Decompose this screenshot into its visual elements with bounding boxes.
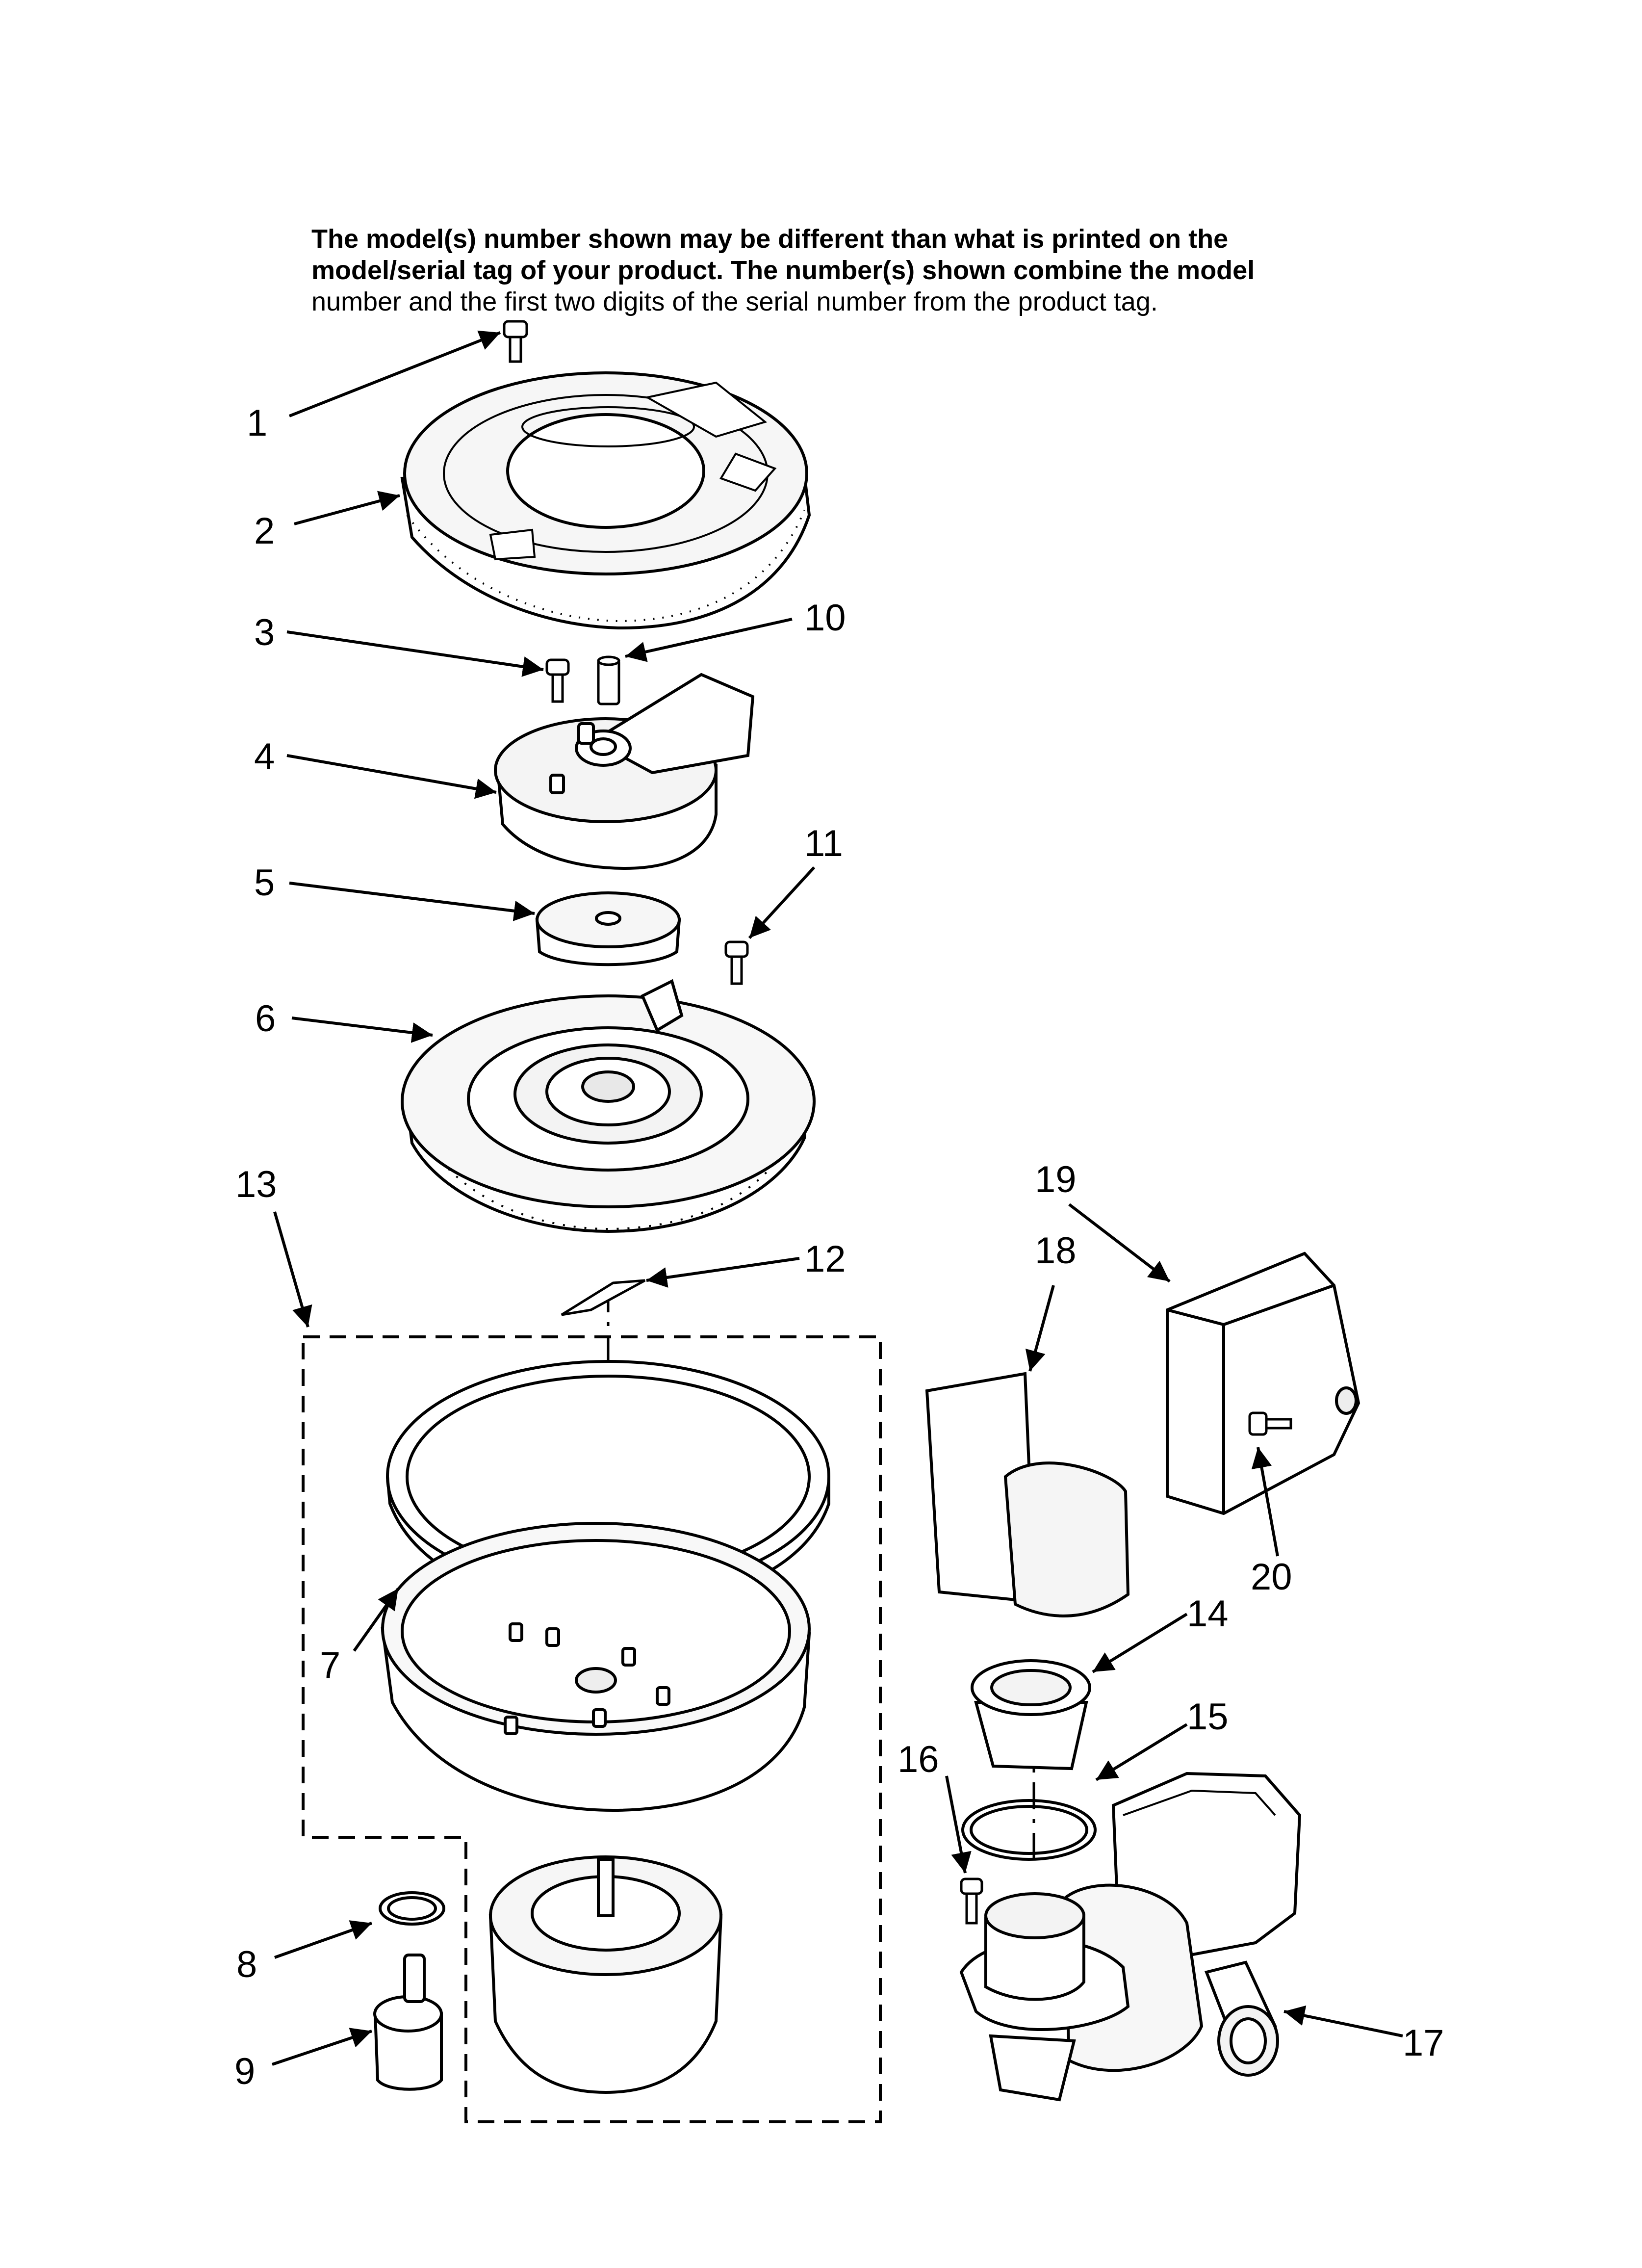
part-18-bracket [925, 1372, 1130, 1617]
callout-9: 9 [234, 2051, 255, 2092]
callout-7: 7 [320, 1644, 340, 1686]
part-15-o-ring [961, 1799, 1097, 1861]
part-1-screw [503, 320, 528, 363]
part-2-cover [400, 371, 811, 630]
part-13-sump-base [381, 1522, 811, 1812]
part-14-adapter [971, 1659, 1091, 1771]
callout-5: 5 [254, 862, 275, 904]
callout-17: 17 [1403, 2022, 1444, 2064]
callout-14: 14 [1187, 1593, 1229, 1635]
model-number-notice: The model(s) number shown may be differe… [311, 223, 1488, 317]
notice-line-3: number and the first two digits of the s… [311, 287, 1158, 316]
callout-13: 13 [235, 1164, 277, 1205]
notice-line-2: model/serial tag of your product. The nu… [311, 256, 1255, 285]
callout-4: 4 [254, 736, 275, 778]
part-4-housing [494, 673, 755, 870]
callout-10: 10 [804, 597, 846, 639]
callout-2: 2 [254, 510, 275, 552]
part-5-impeller [535, 891, 681, 966]
part-9-connector [373, 1954, 443, 2091]
callout-8: 8 [236, 1944, 257, 1985]
callout-18: 18 [1035, 1230, 1077, 1272]
callout-16: 16 [898, 1739, 939, 1780]
notice-line-1: The model(s) number shown may be differe… [311, 224, 1229, 254]
callout-12: 12 [804, 1238, 846, 1280]
callout-numbers: 1 2 3 4 5 6 7 8 9 10 11 12 13 14 15 16 1… [234, 402, 1444, 2092]
sump-motor [488, 1855, 723, 2094]
callout-6: 6 [255, 998, 276, 1040]
callout-15: 15 [1187, 1696, 1229, 1738]
part-16-screw [960, 1877, 983, 1925]
callout-19: 19 [1035, 1159, 1077, 1200]
part-10-pin [597, 655, 620, 705]
part-17-pump [959, 1772, 1302, 2102]
part-6-plate [401, 979, 816, 1233]
part-3-screw [545, 658, 570, 703]
callout-3: 3 [254, 612, 275, 653]
callout-11: 11 [804, 823, 843, 864]
callout-20: 20 [1251, 1556, 1292, 1598]
sump-assembly-boundary [302, 1335, 882, 2123]
part-19-cover [1166, 1251, 1360, 1515]
part-11-screw [724, 940, 749, 985]
part-20-screw [1248, 1411, 1292, 1436]
part-8-o-ring [379, 1891, 445, 1926]
part-12-clip [561, 1279, 646, 1316]
callout-1: 1 [247, 402, 267, 444]
callout-leaders [272, 330, 1403, 2066]
